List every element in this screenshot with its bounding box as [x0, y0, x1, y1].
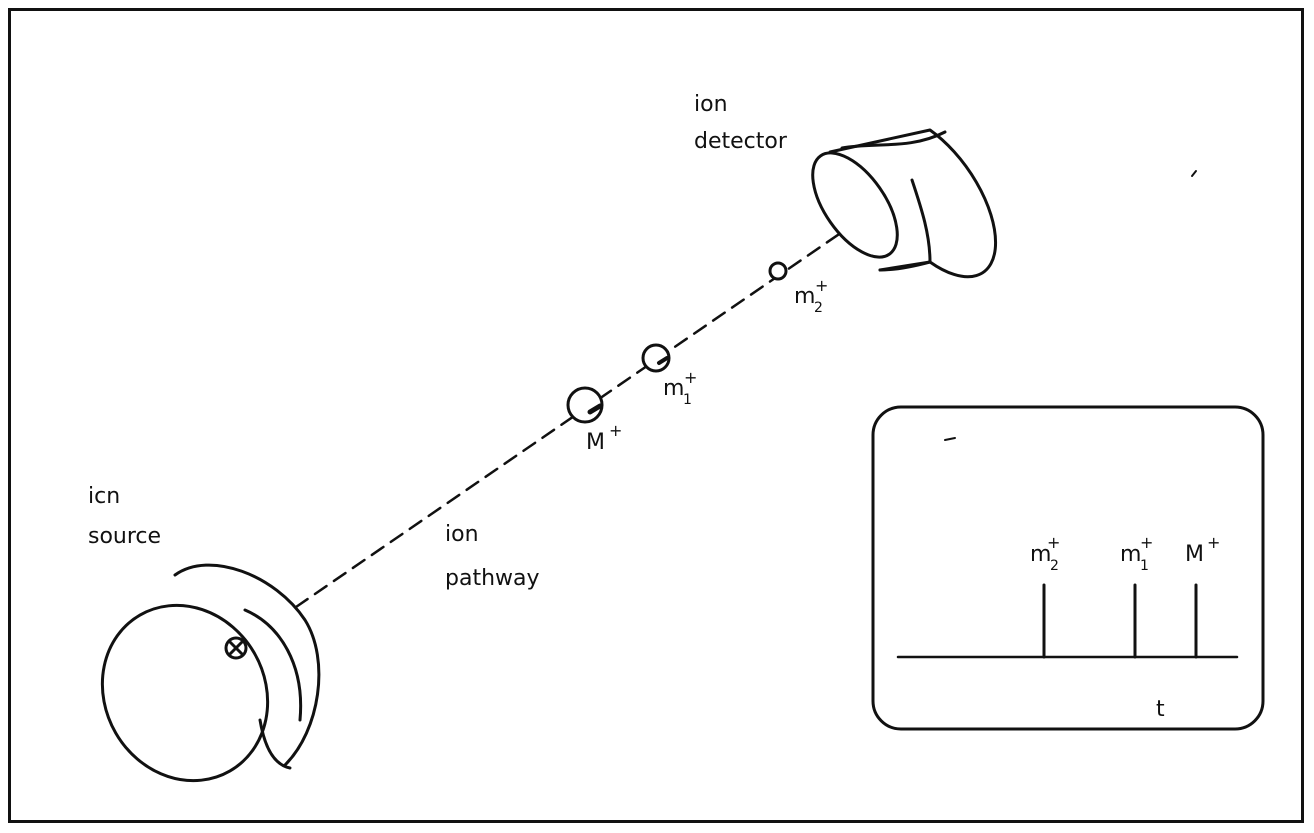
detector-label-line2: detector [694, 129, 788, 154]
ion-detector-icon [811, 128, 998, 279]
ion-m1-charge: + [684, 368, 697, 387]
spectrum-inset-box [871, 405, 1265, 731]
pathway-label-line2: pathway [445, 566, 540, 591]
ion-source-icon [100, 563, 321, 783]
ion-m1-sub: 1 [683, 392, 692, 408]
ion-m2-label: m [794, 284, 815, 309]
source-label-line2: source [88, 524, 161, 549]
peak-m1-sub: 1 [1140, 558, 1149, 574]
source-label-line1: icn [88, 484, 120, 509]
peak-m1-label: m [1120, 542, 1141, 567]
time-axis-label: t [1156, 697, 1165, 722]
ion-m2-charge: + [815, 276, 828, 295]
peak-M-label: M [1185, 542, 1204, 567]
detector-label-line1: ion [694, 92, 728, 117]
ion-M-charge: + [609, 421, 622, 440]
peak-M-charge: + [1207, 533, 1220, 552]
peak-m2-sub: 2 [1050, 558, 1059, 574]
ion-m2-sphere [768, 261, 788, 281]
peak-m2-charge: + [1047, 533, 1060, 552]
ion-M-label: M [586, 430, 605, 455]
pathway-label-line1: ion [445, 522, 479, 547]
ion-m1-label: m [663, 376, 684, 401]
ion-m2-sub: 2 [814, 300, 823, 316]
peak-m2-label: m [1030, 542, 1051, 567]
peak-m1-charge: + [1140, 533, 1153, 552]
